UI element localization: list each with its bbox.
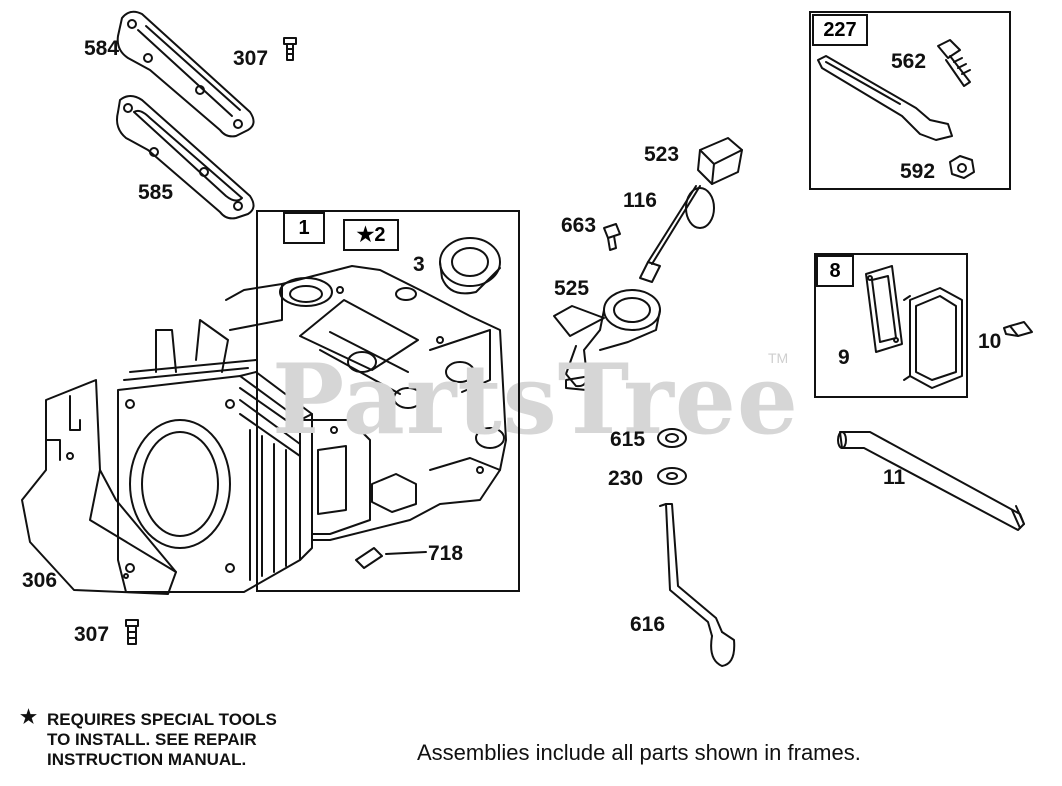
special-tools-note-line1: REQUIRES SPECIAL TOOLS (47, 710, 277, 729)
label-585: 585 (138, 181, 174, 204)
watermark: PartsTree (272, 343, 799, 456)
label-9: 9 (838, 346, 850, 369)
lever-616 (659, 503, 736, 667)
dipstick-rod (647, 185, 701, 265)
label-307-top: 307 (233, 47, 269, 70)
label-116: 116 (623, 189, 657, 212)
label-663: 663 (561, 214, 597, 237)
bracket-227 (817, 55, 953, 141)
nut-615 (657, 428, 687, 448)
label-562: 562 (891, 50, 927, 73)
screw-307-bottom (125, 619, 139, 645)
nut-592 (949, 155, 975, 179)
frame-tag-8: 8 (816, 255, 854, 287)
oil-seal-3 (439, 237, 501, 295)
gasket-585 (116, 95, 255, 220)
label-525: 525 (554, 277, 590, 300)
cylinder-assembly-frame (256, 210, 520, 592)
dipstick-tube-525 (553, 289, 661, 391)
lever-assembly-frame (809, 11, 1011, 190)
valve-cover (903, 287, 963, 389)
assemblies-note: Assemblies include all parts shown in fr… (417, 740, 861, 765)
dipstick-cap-523 (697, 137, 743, 185)
label-3: 3 (413, 253, 425, 276)
special-tools-note-line2: TO INSTALL. SEE REPAIR (47, 730, 257, 749)
watermark-tm: TM (768, 350, 789, 366)
label-584: 584 (84, 37, 120, 60)
screw-307-top (283, 37, 297, 61)
label-230: 230 (608, 467, 644, 490)
label-307-bottom: 307 (74, 623, 110, 646)
label-592: 592 (900, 160, 936, 183)
breather-tube-11 (837, 431, 1025, 531)
label-10: 10 (978, 330, 1002, 353)
label-523: 523 (644, 143, 680, 166)
gasket-9 (865, 265, 903, 353)
gasket-584 (116, 10, 255, 138)
special-tools-star: ★ (20, 707, 38, 728)
label-11: 11 (883, 466, 906, 489)
air-shield-306 (21, 379, 177, 595)
valve-cover-frame (814, 253, 968, 398)
screw-10 (1003, 321, 1033, 337)
frame-tag-1: 1 (283, 212, 325, 244)
frame-tag-227: 227 (812, 14, 868, 46)
special-tools-note-line3: INSTRUCTION MANUAL. (47, 750, 247, 769)
dowel-pin-718 (355, 547, 427, 569)
label-616: 616 (630, 613, 666, 636)
label-718: 718 (428, 542, 464, 565)
label-615: 615 (610, 428, 646, 451)
washer-230 (657, 467, 687, 485)
cylinder-block-1 (117, 265, 507, 593)
frame-tag-cylinder-head: ★2 (343, 219, 399, 251)
screw-663 (603, 223, 621, 251)
label-306: 306 (22, 569, 58, 592)
bolt-562 (937, 39, 971, 87)
